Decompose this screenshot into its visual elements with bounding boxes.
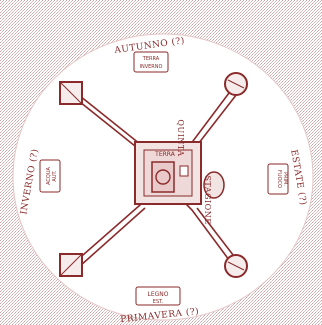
- corner-circle-bottom-right: [225, 255, 247, 277]
- top-box-line-2: INVERNO: [140, 64, 163, 70]
- center-bottom-label: TERRA: [154, 151, 176, 158]
- bottom-box-line-2: EST.: [153, 299, 164, 305]
- corner-square-top-left: [60, 82, 82, 104]
- center-top-label: QUINTA: [176, 119, 185, 156]
- top-box-line-1: TERRA: [142, 56, 160, 62]
- corner-square-bottom-left: [60, 254, 82, 276]
- center-right-label: STAGIONE: [203, 175, 212, 224]
- bottom-box-line-1: LEGNO: [148, 291, 169, 298]
- left-box-line-2: AUT.: [52, 170, 58, 182]
- right-box-line-1: FUOCO: [276, 170, 282, 188]
- right-box-line-2: PRIM.: [282, 172, 288, 186]
- corner-circle-top-right: [225, 73, 247, 95]
